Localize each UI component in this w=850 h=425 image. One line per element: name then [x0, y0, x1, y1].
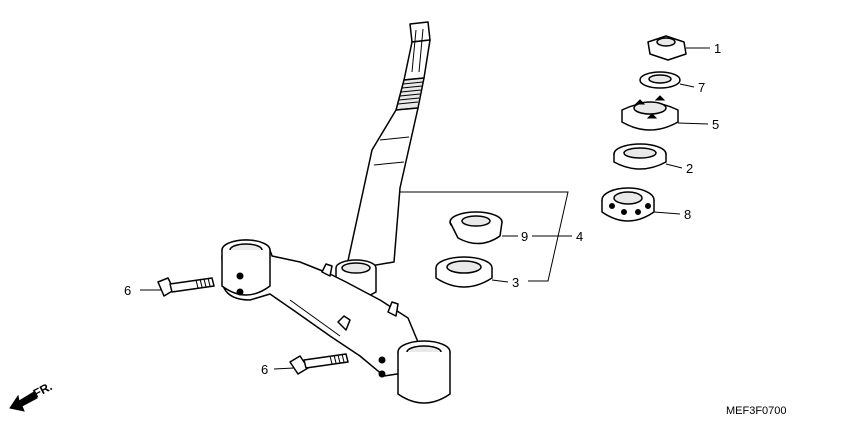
bottom-bridge: [221, 239, 451, 404]
lock-washer: [639, 71, 681, 89]
dust-seal: [613, 143, 667, 170]
callout-9: 9: [521, 229, 528, 244]
adjusting-nut: [621, 95, 679, 131]
front-arrow-icon: [9, 391, 38, 412]
callout-6-upper: 6: [124, 283, 131, 298]
bearing-race: [449, 211, 503, 245]
stem-threads: [397, 81, 424, 105]
callout-5: 5: [712, 117, 719, 132]
upper-bearing: [601, 187, 655, 222]
bolt-lower: [289, 353, 349, 375]
callout-2: 2: [686, 161, 693, 176]
callout-8: 8: [684, 207, 691, 222]
lower-bearing: [435, 256, 493, 288]
callout-7: 7: [698, 80, 705, 95]
front-direction-indicator: FR.: [9, 379, 54, 412]
callout-4: 4: [576, 229, 583, 244]
callout-1: 1: [714, 41, 721, 56]
steering-stem: [335, 21, 431, 299]
bolt-upper: [157, 277, 215, 297]
stem-nut: [647, 35, 687, 61]
leader-lines: [140, 47, 710, 370]
diagram-code: MEF3F0700: [726, 405, 787, 417]
callout-6-lower: 6: [261, 362, 268, 377]
callout-3: 3: [512, 275, 519, 290]
